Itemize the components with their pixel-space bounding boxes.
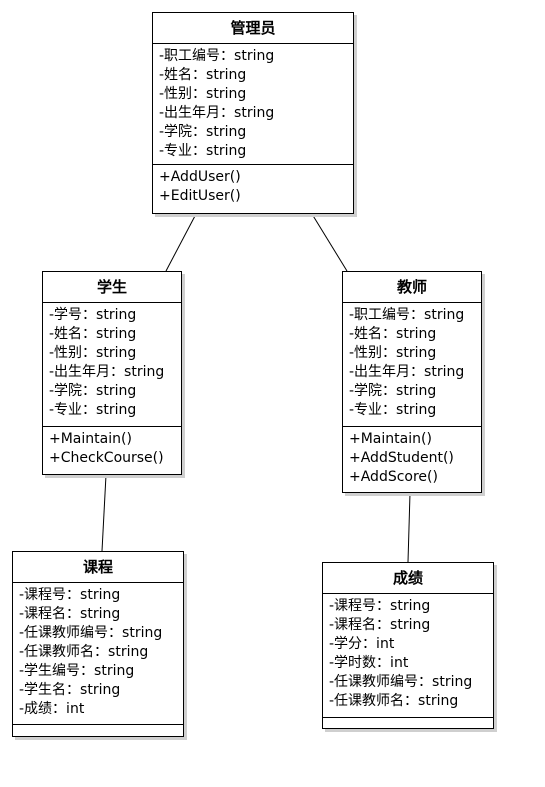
- method: +AddScore(): [349, 469, 438, 485]
- attributes-score: -课程号：string -课程名：string -学分：int -学时数：int…: [323, 594, 493, 718]
- attribute: -学时数：int: [329, 655, 409, 671]
- attribute: -课程号：string: [19, 587, 121, 603]
- attributes-student: -学号：string -姓名：string -性别：string -出生年月：s…: [43, 303, 181, 427]
- attribute: -出生年月：string: [349, 364, 465, 380]
- method: +AddStudent(): [349, 450, 454, 466]
- attribute: -性别：string: [159, 86, 247, 102]
- attribute: -职工编号：string: [349, 307, 465, 323]
- attribute: -学院：string: [159, 124, 247, 140]
- attribute: -专业：string: [49, 402, 137, 418]
- attribute: -专业：string: [349, 402, 437, 418]
- association-teacher-score: [407, 492, 411, 563]
- attribute: -学分：int: [329, 636, 395, 652]
- attribute: -课程名：string: [329, 617, 431, 633]
- attributes-admin: -职工编号：string -姓名：string -性别：string -出生年月…: [153, 44, 353, 165]
- attribute: -学号：string: [49, 307, 137, 323]
- methods-student: +Maintain() +CheckCourse(): [43, 427, 181, 472]
- attributes-teacher: -职工编号：string -姓名：string -性别：string -出生年月…: [343, 303, 481, 427]
- association-admin-student: [165, 213, 197, 272]
- methods-admin: +AddUser() +EditUser(): [153, 165, 353, 210]
- attribute: -专业：string: [159, 143, 247, 159]
- attribute: -学生名：string: [19, 682, 121, 698]
- attribute: -学院：string: [349, 383, 437, 399]
- methods-course: [13, 725, 183, 732]
- method: +CheckCourse(): [49, 450, 164, 466]
- attribute: -任课教师编号：string: [329, 674, 473, 690]
- class-box-student[interactable]: 学生 -学号：string -姓名：string -性别：string -出生年…: [42, 271, 182, 475]
- class-title-admin: 管理员: [153, 13, 353, 44]
- class-box-teacher[interactable]: 教师 -职工编号：string -姓名：string -性别：string -出…: [342, 271, 482, 493]
- class-title-teacher: 教师: [343, 272, 481, 303]
- attribute: -姓名：string: [159, 67, 247, 83]
- class-title-course: 课程: [13, 552, 183, 583]
- attribute: -课程名：string: [19, 606, 121, 622]
- attribute: -任课教师名：string: [19, 644, 149, 660]
- attribute: -性别：string: [349, 345, 437, 361]
- attribute: -出生年月：string: [49, 364, 165, 380]
- class-title-student: 学生: [43, 272, 181, 303]
- class-title-score: 成绩: [323, 563, 493, 594]
- attribute: -任课教师编号：string: [19, 625, 163, 641]
- association-admin-teacher: [311, 213, 348, 272]
- method: +Maintain(): [349, 431, 432, 447]
- attributes-course: -课程号：string -课程名：string -任课教师编号：string -…: [13, 583, 183, 725]
- class-box-admin[interactable]: 管理员 -职工编号：string -姓名：string -性别：string -…: [152, 12, 354, 214]
- attribute: -成绩：int: [19, 701, 85, 717]
- attribute: -任课教师名：string: [329, 693, 459, 709]
- method: +AddUser(): [159, 169, 241, 185]
- attribute: -课程号：string: [329, 598, 431, 614]
- method: +Maintain(): [49, 431, 132, 447]
- association-student-course: [101, 474, 107, 552]
- attribute: -性别：string: [49, 345, 137, 361]
- class-box-score[interactable]: 成绩 -课程号：string -课程名：string -学分：int -学时数：…: [322, 562, 494, 729]
- method: +EditUser(): [159, 188, 241, 204]
- attribute: -出生年月：string: [159, 105, 275, 121]
- methods-score: [323, 718, 493, 725]
- attribute: -学生编号：string: [19, 663, 135, 679]
- class-box-course[interactable]: 课程 -课程号：string -课程名：string -任课教师编号：strin…: [12, 551, 184, 737]
- attribute: -学院：string: [49, 383, 137, 399]
- methods-teacher: +Maintain() +AddStudent() +AddScore(): [343, 427, 481, 491]
- attribute: -姓名：string: [49, 326, 137, 342]
- attribute: -姓名：string: [349, 326, 437, 342]
- attribute: -职工编号：string: [159, 48, 275, 64]
